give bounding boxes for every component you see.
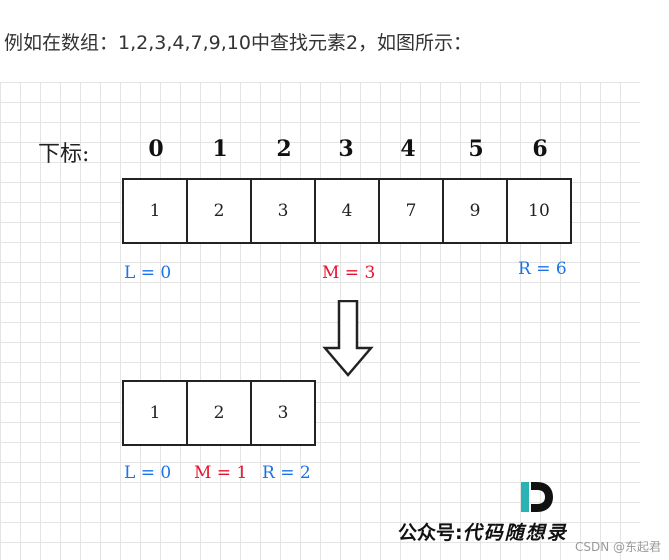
- array-cell-2: 3: [252, 180, 316, 242]
- index-0: 0: [148, 136, 164, 162]
- index-4: 4: [400, 136, 416, 162]
- index-1: 1: [212, 136, 228, 162]
- brand-text: 公众号:代码随想录: [398, 518, 568, 545]
- index-2: 2: [276, 136, 292, 162]
- brand-prefix: 公众号:: [398, 522, 463, 544]
- array-cell-0: 1: [124, 180, 188, 242]
- pointer-mid-top: M = 3: [322, 263, 376, 283]
- index-6: 6: [532, 136, 548, 162]
- array-cell-4: 7: [380, 180, 444, 242]
- pointer-right-bottom: R = 2: [262, 463, 311, 483]
- index-5: 5: [468, 136, 484, 162]
- sub-array: 1 2 3: [122, 380, 316, 446]
- array-cell-6: 10: [528, 201, 550, 221]
- pointer-left-top: L = 0: [124, 263, 172, 283]
- array-cell-3: 4: [316, 180, 380, 242]
- array-cell-1: 2: [188, 180, 252, 242]
- brand-logo-icon: [521, 482, 553, 512]
- pointer-right-top: R = 6: [518, 259, 567, 279]
- diagram-grid-background: [0, 82, 640, 560]
- down-arrow-icon: [322, 300, 374, 377]
- pointer-mid-bottom: M = 1: [194, 463, 248, 483]
- full-array: 1 2 3 4 7 9 10: [122, 178, 572, 244]
- pointer-left-bottom: L = 0: [124, 463, 172, 483]
- index-3: 3: [338, 136, 354, 162]
- sub-array-cell-1: 2: [188, 382, 252, 444]
- index-label: 下标:: [38, 142, 90, 167]
- csdn-watermark: CSDN @东起君: [574, 540, 661, 554]
- sub-array-cell-2: 3: [277, 403, 289, 423]
- brand-name: 代码随想录: [462, 522, 568, 544]
- array-cell-5: 9: [444, 180, 508, 242]
- intro-text: 例如在数组：1,2,3,4,7,9,10中查找元素2，如图所示：: [4, 32, 473, 54]
- sub-array-cell-0: 1: [124, 382, 188, 444]
